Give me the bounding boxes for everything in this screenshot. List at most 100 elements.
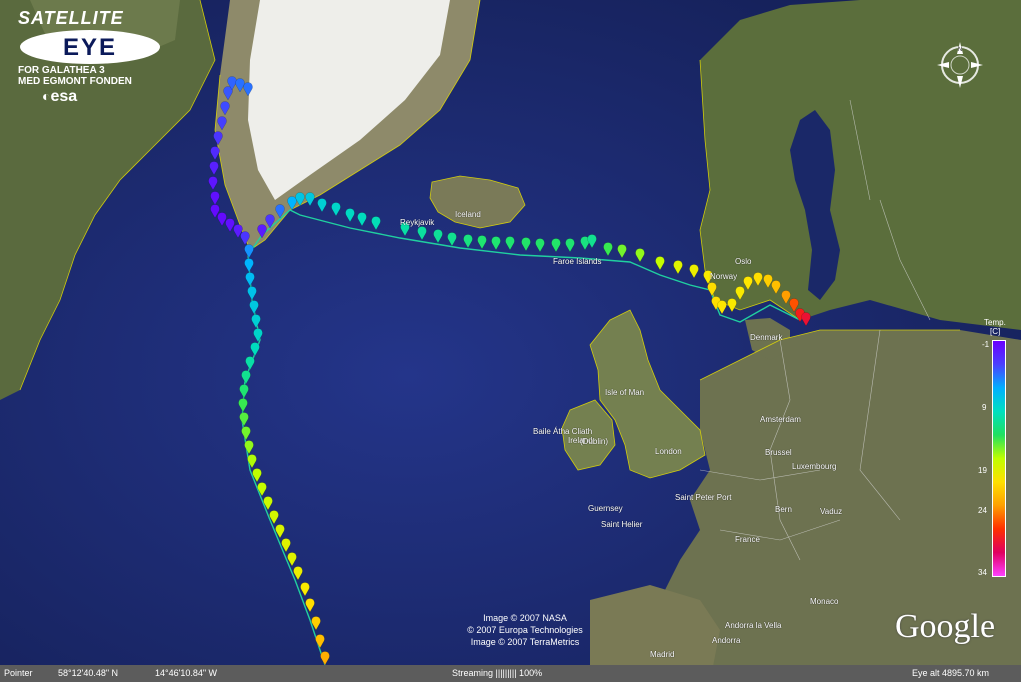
ship-position-marker[interactable] xyxy=(727,298,737,313)
ship-position-marker[interactable] xyxy=(300,582,310,597)
ship-position-marker[interactable] xyxy=(245,356,255,371)
ship-position-marker[interactable] xyxy=(244,258,254,273)
ship-position-marker[interactable] xyxy=(345,208,355,223)
ship-position-marker[interactable] xyxy=(635,248,645,263)
ship-position-marker[interactable] xyxy=(617,244,627,259)
ship-position-marker[interactable] xyxy=(220,101,230,116)
ship-position-marker[interactable] xyxy=(208,176,218,191)
ship-position-marker[interactable] xyxy=(244,244,254,259)
ship-position-marker[interactable] xyxy=(400,222,410,237)
ship-position-marker[interactable] xyxy=(223,86,233,101)
ship-position-marker[interactable] xyxy=(209,161,219,176)
ship-position-marker[interactable] xyxy=(743,276,753,291)
ship-position-marker[interactable] xyxy=(239,384,249,399)
ship-position-marker[interactable] xyxy=(587,234,597,249)
ship-position-marker[interactable] xyxy=(703,270,713,285)
ship-position-marker[interactable] xyxy=(247,454,257,469)
place-label: Norway xyxy=(710,272,738,281)
ship-position-marker[interactable] xyxy=(565,238,575,253)
ship-position-marker[interactable] xyxy=(250,342,260,357)
ship-position-marker[interactable] xyxy=(305,192,315,207)
ship-position-marker[interactable] xyxy=(225,218,235,233)
ship-position-marker[interactable] xyxy=(257,482,267,497)
ship-position-marker[interactable] xyxy=(433,229,443,244)
ship-position-marker[interactable] xyxy=(239,412,249,427)
compass-icon[interactable]: N xyxy=(935,40,985,90)
ship-position-marker[interactable] xyxy=(233,224,243,239)
landmass-iceland xyxy=(430,176,525,228)
ship-position-marker[interactable] xyxy=(603,242,613,257)
ship-position-marker[interactable] xyxy=(320,651,330,666)
place-label: Brussel xyxy=(765,448,792,457)
ship-position-marker[interactable] xyxy=(210,146,220,161)
ship-position-marker[interactable] xyxy=(417,226,427,241)
ship-position-marker[interactable] xyxy=(217,212,227,227)
landmass-north-america xyxy=(0,0,215,400)
ship-position-marker[interactable] xyxy=(789,298,799,313)
ship-position-marker[interactable] xyxy=(235,78,245,93)
ship-position-marker[interactable] xyxy=(253,328,263,343)
ship-position-marker[interactable] xyxy=(287,196,297,211)
place-label: Oslo xyxy=(735,257,752,266)
ship-position-marker[interactable] xyxy=(477,235,487,250)
ship-position-marker[interactable] xyxy=(463,234,473,249)
ship-position-marker[interactable] xyxy=(293,566,303,581)
ship-position-marker[interactable] xyxy=(269,510,279,525)
ship-position-marker[interactable] xyxy=(535,238,545,253)
streaming-status: Streaming ||||||||| 100% xyxy=(452,668,543,678)
ship-position-marker[interactable] xyxy=(763,274,773,289)
ship-position-marker[interactable] xyxy=(257,224,267,239)
ship-position-marker[interactable] xyxy=(673,260,683,275)
ship-position-marker[interactable] xyxy=(801,312,811,327)
ship-position-marker[interactable] xyxy=(241,426,251,441)
ship-position-marker[interactable] xyxy=(275,524,285,539)
ship-position-marker[interactable] xyxy=(505,236,515,251)
ship-position-marker[interactable] xyxy=(265,214,275,229)
ship-position-marker[interactable] xyxy=(240,231,250,246)
ship-position-marker[interactable] xyxy=(217,116,227,131)
ship-position-marker[interactable] xyxy=(305,598,315,613)
credit-line: © 2007 Europa Technologies xyxy=(467,625,583,635)
ship-position-marker[interactable] xyxy=(447,232,457,247)
place-label: Iceland xyxy=(455,210,481,219)
ship-position-marker[interactable] xyxy=(753,272,763,287)
ship-position-marker[interactable] xyxy=(655,256,665,271)
ship-position-marker[interactable] xyxy=(281,538,291,553)
ship-position-marker[interactable] xyxy=(252,468,262,483)
ship-position-marker[interactable] xyxy=(249,300,259,315)
ship-position-marker[interactable] xyxy=(311,616,321,631)
ship-position-marker[interactable] xyxy=(251,314,261,329)
ship-position-marker[interactable] xyxy=(317,198,327,213)
ship-position-marker[interactable] xyxy=(295,192,305,207)
pointer-longitude: 14°46'10.84" W xyxy=(155,668,218,678)
ship-position-marker[interactable] xyxy=(551,238,561,253)
ship-position-marker[interactable] xyxy=(315,634,325,649)
ship-position-marker[interactable] xyxy=(245,272,255,287)
ship-position-marker[interactable] xyxy=(735,286,745,301)
ship-position-marker[interactable] xyxy=(771,280,781,295)
ship-position-marker[interactable] xyxy=(357,212,367,227)
ship-position-marker[interactable] xyxy=(521,237,531,252)
ship-position-marker[interactable] xyxy=(244,440,254,455)
ship-position-marker[interactable] xyxy=(689,264,699,279)
ship-position-marker[interactable] xyxy=(243,82,253,97)
ship-position-marker[interactable] xyxy=(331,202,341,217)
ship-position-marker[interactable] xyxy=(241,370,251,385)
ship-position-marker[interactable] xyxy=(275,204,285,219)
ship-position-marker[interactable] xyxy=(717,300,727,315)
ship-position-marker[interactable] xyxy=(781,290,791,305)
ship-position-marker[interactable] xyxy=(707,282,717,297)
ship-position-marker[interactable] xyxy=(491,236,501,251)
ship-position-marker[interactable] xyxy=(213,131,223,146)
status-bar: Pointer 58°12'40.48" N 14°46'10.84" W St… xyxy=(0,665,1021,682)
place-label: Monaco xyxy=(810,597,839,606)
ship-position-marker[interactable] xyxy=(210,191,220,206)
legend-tick: 19 xyxy=(978,466,987,475)
ship-position-marker[interactable] xyxy=(247,286,257,301)
ship-position-marker[interactable] xyxy=(263,496,273,511)
ship-position-marker[interactable] xyxy=(287,552,297,567)
baltic-sea xyxy=(790,110,840,300)
ship-position-marker[interactable] xyxy=(371,216,381,231)
ship-position-marker[interactable] xyxy=(238,398,248,413)
